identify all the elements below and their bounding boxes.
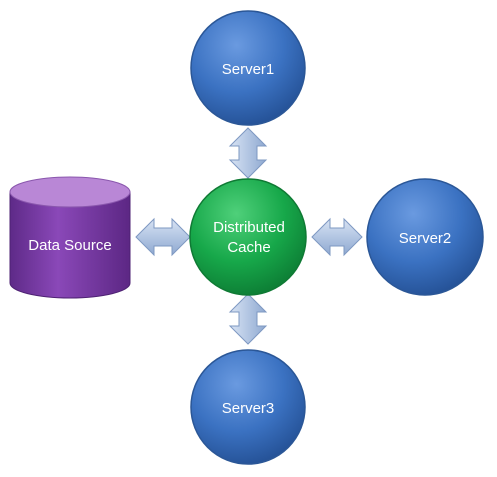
distributed-cache-node: Distributed Cache <box>189 178 307 296</box>
server3-node: Server3 <box>190 349 306 465</box>
cylinder-top <box>9 176 131 208</box>
data-source-label: Data Source <box>28 237 111 254</box>
data-source-node: Data Source <box>9 176 131 299</box>
server2-node: Server2 <box>366 178 484 296</box>
arrow-cache-server2 <box>311 217 363 257</box>
server1-node: Server1 <box>190 10 306 126</box>
cache-label-line2: Cache <box>227 239 270 256</box>
server2-label: Server2 <box>399 230 452 247</box>
cylinder-body <box>9 191 131 299</box>
cache-label-line1: Distributed <box>213 219 285 236</box>
arrow-cache-server3 <box>228 293 268 345</box>
arrow-server1-cache <box>228 127 268 179</box>
server1-label: Server1 <box>222 61 275 78</box>
arrow-datasource-cache <box>135 217 191 257</box>
server3-label: Server3 <box>222 400 275 417</box>
